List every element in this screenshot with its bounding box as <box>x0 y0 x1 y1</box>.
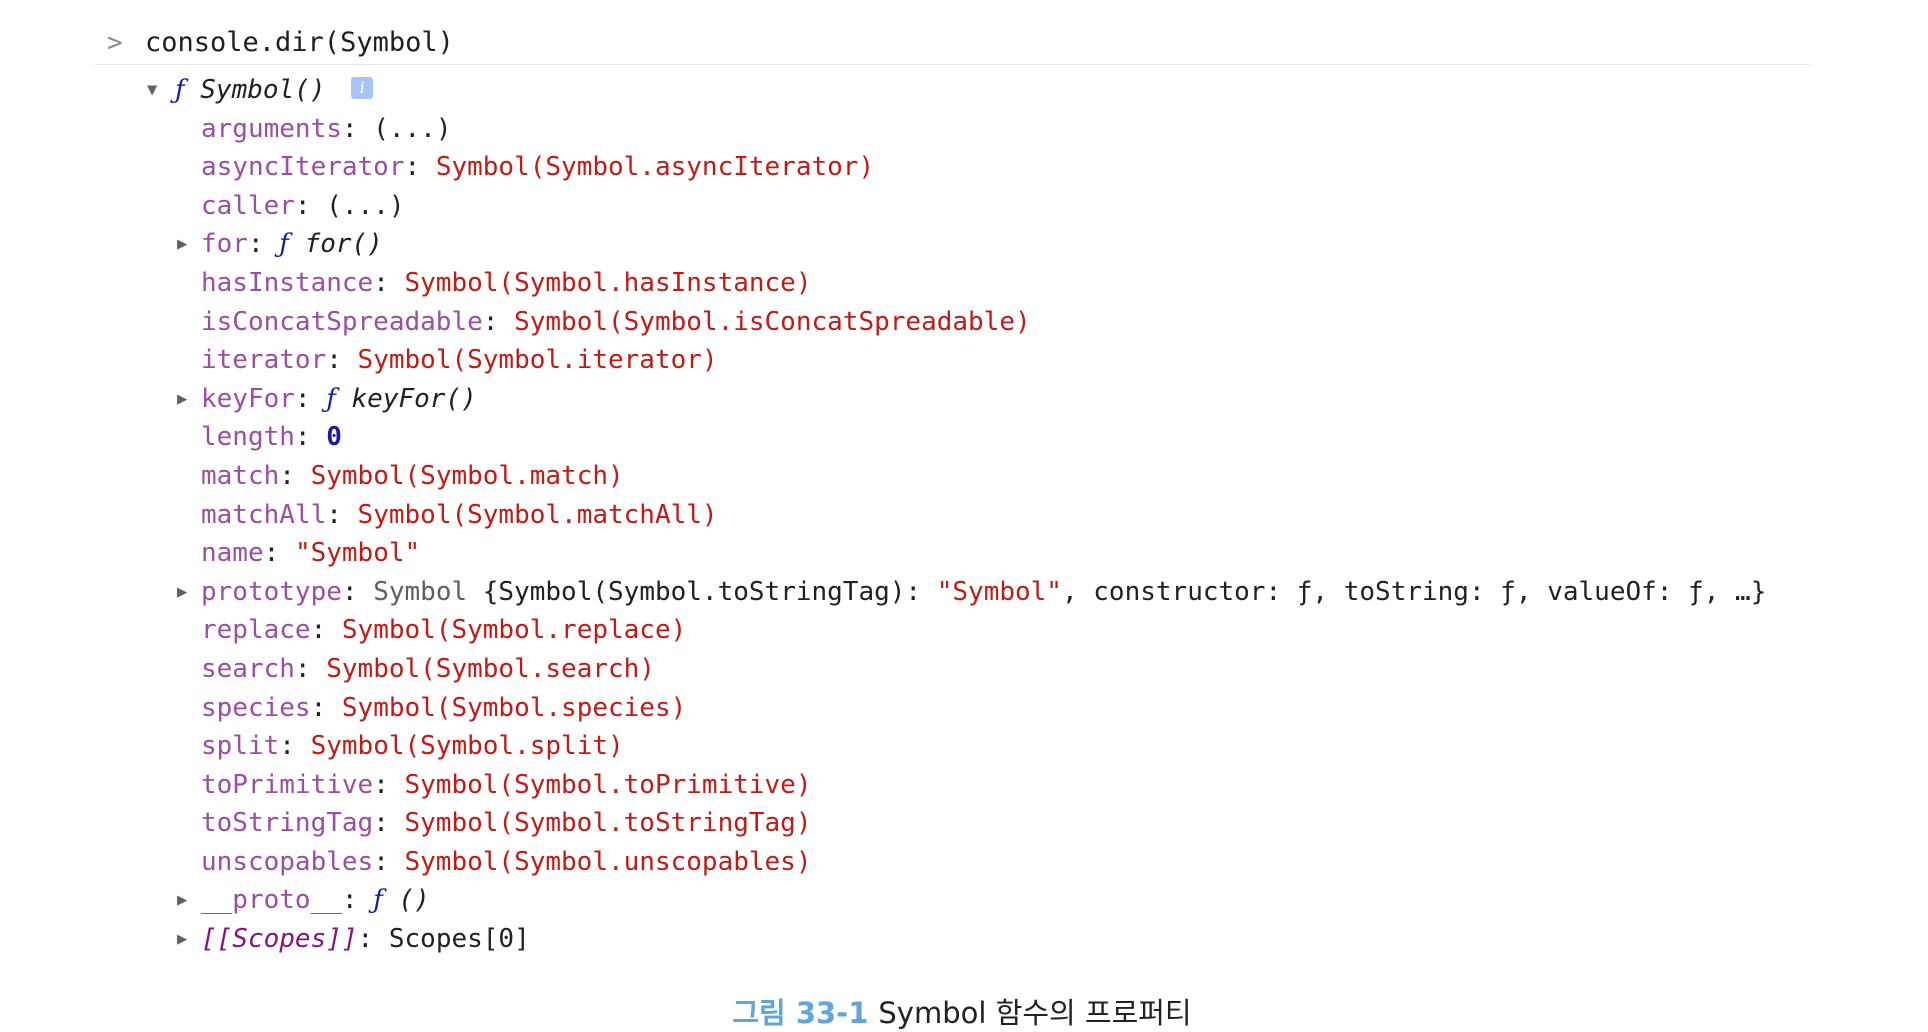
property-key: length <box>201 422 295 453</box>
property-key: toStringTag <box>201 808 374 839</box>
tree-row-match: match: Symbol(Symbol.match) <box>201 460 624 491</box>
prototype-tag-value: "Symbol" <box>936 576 1062 607</box>
tree-row-toStringTag: toStringTag: Symbol(Symbol.toStringTag) <box>201 808 812 839</box>
tree-row-caller[interactable]: caller: (...) <box>201 190 405 221</box>
property-value: for() <box>304 229 383 260</box>
tree-row-replace: replace: Symbol(Symbol.replace) <box>201 615 687 646</box>
property-value: () <box>398 885 430 916</box>
tree-row-length: length: 0 <box>201 422 342 453</box>
prompt-chevron-icon: > <box>107 28 123 58</box>
property-value: Symbol(Symbol.iterator) <box>357 345 718 376</box>
figure-caption-text: Symbol 함수의 프로퍼티 <box>878 996 1192 1030</box>
tree-row-species: species: Symbol(Symbol.species) <box>201 692 687 723</box>
tree-row-iterator: iterator: Symbol(Symbol.iterator) <box>201 345 718 376</box>
property-key: for <box>201 229 248 260</box>
property-key: prototype <box>201 576 342 607</box>
devtools-console: > console.dir(Symbol) ▼ ƒ Symbol() i arg… <box>95 22 1810 959</box>
prototype-preview-rest: , constructor: ƒ, toString: ƒ, valueOf: … <box>1061 576 1767 607</box>
tree-row-for[interactable]: ▶ for: ƒ for() <box>95 225 1810 264</box>
property-value: Symbol(Symbol.search) <box>326 653 655 684</box>
property-value: Symbol(Symbol.toStringTag) <box>404 808 812 839</box>
expanded-triangle-icon[interactable]: ▼ <box>147 80 158 100</box>
tree-row-asyncIterator: asyncIterator: Symbol(Symbol.asyncIterat… <box>201 152 875 183</box>
collapsed-triangle-icon[interactable]: ▶ <box>177 929 188 950</box>
property-key: iterator <box>201 345 327 376</box>
object-tree: ▼ ƒ Symbol() i arguments: (...) asyncIte… <box>95 71 1810 959</box>
function-f-glyph: ƒ <box>373 885 383 916</box>
property-key: caller <box>201 190 295 221</box>
tree-row-unscopables: unscopables: Symbol(Symbol.unscopables) <box>201 846 812 877</box>
property-value: Scopes[0] <box>388 924 530 955</box>
property-value: Symbol(Symbol.hasInstance) <box>404 267 812 298</box>
property-value[interactable]: (...) <box>373 113 452 144</box>
property-key: match <box>201 460 280 491</box>
property-key: [[Scopes]] <box>201 924 358 955</box>
property-value: Symbol(Symbol.asyncIterator) <box>435 152 875 183</box>
tree-row-search: search: Symbol(Symbol.search) <box>201 653 655 684</box>
property-value: Symbol(Symbol.matchAll) <box>357 499 718 530</box>
tree-row-matchAll: matchAll: Symbol(Symbol.matchAll) <box>201 499 718 530</box>
tree-row-prototype[interactable]: ▶ prototype: Symbol {Symbol(Symbol.toStr… <box>95 573 1810 612</box>
function-f-glyph: ƒ <box>175 75 185 105</box>
property-value: Symbol(Symbol.split) <box>310 731 624 762</box>
tree-row-keyFor[interactable]: ▶ keyFor: ƒ keyFor() <box>95 380 1810 419</box>
tree-row-isConcatSpreadable: isConcatSpreadable: Symbol(Symbol.isConc… <box>201 306 1031 337</box>
collapsed-triangle-icon[interactable]: ▶ <box>177 234 188 255</box>
property-value: Symbol(Symbol.species) <box>341 692 687 723</box>
root-function-name: Symbol() <box>200 75 326 105</box>
property-key: arguments <box>201 113 342 144</box>
function-f-glyph: ƒ <box>279 229 289 260</box>
property-value: Symbol(Symbol.toPrimitive) <box>404 769 812 800</box>
property-value[interactable]: (...) <box>326 190 405 221</box>
property-key: replace <box>201 615 311 646</box>
property-key: __proto__ <box>201 885 342 916</box>
tree-row-split: split: Symbol(Symbol.split) <box>201 731 624 762</box>
console-command[interactable]: console.dir(Symbol) <box>145 27 454 58</box>
property-value: 0 <box>326 422 342 453</box>
property-key: search <box>201 653 295 684</box>
console-input-line[interactable]: > console.dir(Symbol) <box>95 22 1810 65</box>
collapsed-triangle-icon[interactable]: ▶ <box>177 581 188 602</box>
tree-row-name: name: "Symbol" <box>201 538 421 569</box>
tree-row-proto[interactable]: ▶ __proto__: ƒ () <box>95 881 1810 920</box>
property-key: keyFor <box>201 383 295 414</box>
tree-row-toPrimitive: toPrimitive: Symbol(Symbol.toPrimitive) <box>201 769 812 800</box>
figure-caption: 그림 33-1 Symbol 함수의 프로퍼티 <box>0 990 1926 1032</box>
property-key: species <box>201 692 311 723</box>
collapsed-triangle-icon[interactable]: ▶ <box>177 890 188 911</box>
property-value: Symbol(Symbol.replace) <box>341 615 687 646</box>
info-icon[interactable]: i <box>351 76 374 99</box>
property-value: keyFor() <box>351 383 477 414</box>
property-value: Symbol(Symbol.isConcatSpreadable) <box>514 306 1031 337</box>
tree-row-scopes[interactable]: ▶ [[Scopes]]: Scopes[0] <box>95 920 1810 959</box>
property-key: name <box>201 538 264 569</box>
property-key: toPrimitive <box>201 769 374 800</box>
collapsed-triangle-icon[interactable]: ▶ <box>177 388 188 409</box>
property-key: hasInstance <box>201 267 374 298</box>
function-f-glyph: ƒ <box>326 383 336 414</box>
prototype-type: Symbol <box>373 576 468 607</box>
property-value: Symbol(Symbol.match) <box>310 460 624 491</box>
figure-number: 그림 33-1 <box>732 996 869 1030</box>
prototype-preview-open: {Symbol(Symbol.toStringTag): <box>482 576 937 607</box>
property-key: split <box>201 731 280 762</box>
property-value: "Symbol" <box>294 538 421 569</box>
tree-root-symbol[interactable]: ▼ ƒ Symbol() i <box>95 71 1810 110</box>
property-key: matchAll <box>201 499 327 530</box>
property-key: unscopables <box>201 846 374 877</box>
property-key: asyncIterator <box>201 152 405 183</box>
property-value: Symbol(Symbol.unscopables) <box>404 846 812 877</box>
tree-row-hasInstance: hasInstance: Symbol(Symbol.hasInstance) <box>201 267 812 298</box>
tree-row-arguments[interactable]: arguments: (...) <box>201 113 452 144</box>
property-key: isConcatSpreadable <box>201 306 483 337</box>
